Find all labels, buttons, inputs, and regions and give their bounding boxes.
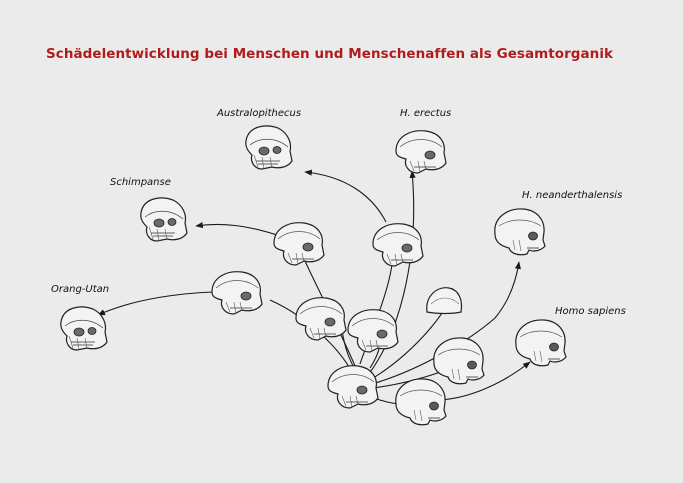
arrow-to-neanderthalensis <box>371 261 521 385</box>
skull-icon <box>295 297 347 341</box>
skull-icon <box>494 208 546 256</box>
skull-icon <box>433 337 485 385</box>
skull-icon <box>60 306 108 351</box>
skull-icon <box>327 365 379 409</box>
label-orang-utan: Orang-Utan <box>51 284 110 295</box>
skull-icon <box>211 271 263 315</box>
skull-icon <box>372 223 424 267</box>
label-schimpanse: Schimpanse <box>110 177 171 188</box>
arrow-to-schimpanse <box>195 221 281 237</box>
label-h-erectus: H. erectus <box>400 108 452 119</box>
skull-icon <box>273 222 325 266</box>
label-australopithecus: Australopithecus <box>217 108 302 119</box>
skull-icon <box>395 130 447 174</box>
arrow-to-homo-sapiens <box>439 361 531 401</box>
skull-icon <box>515 319 567 367</box>
arrow-to-h-erectus <box>363 170 416 381</box>
label-homo-sapiens: Homo sapiens <box>555 306 626 317</box>
arrow-to-australopithecus <box>304 169 387 223</box>
diagram-title: Schädelentwicklung bei Menschen und Mens… <box>46 46 614 62</box>
skull-icon <box>395 378 447 426</box>
label-h-neanderthalensis: H. neanderthalensis <box>522 190 623 201</box>
skull-icon <box>140 197 188 242</box>
skull-icon <box>245 125 293 170</box>
skull-icon <box>347 309 399 353</box>
skull-icon <box>426 287 463 315</box>
